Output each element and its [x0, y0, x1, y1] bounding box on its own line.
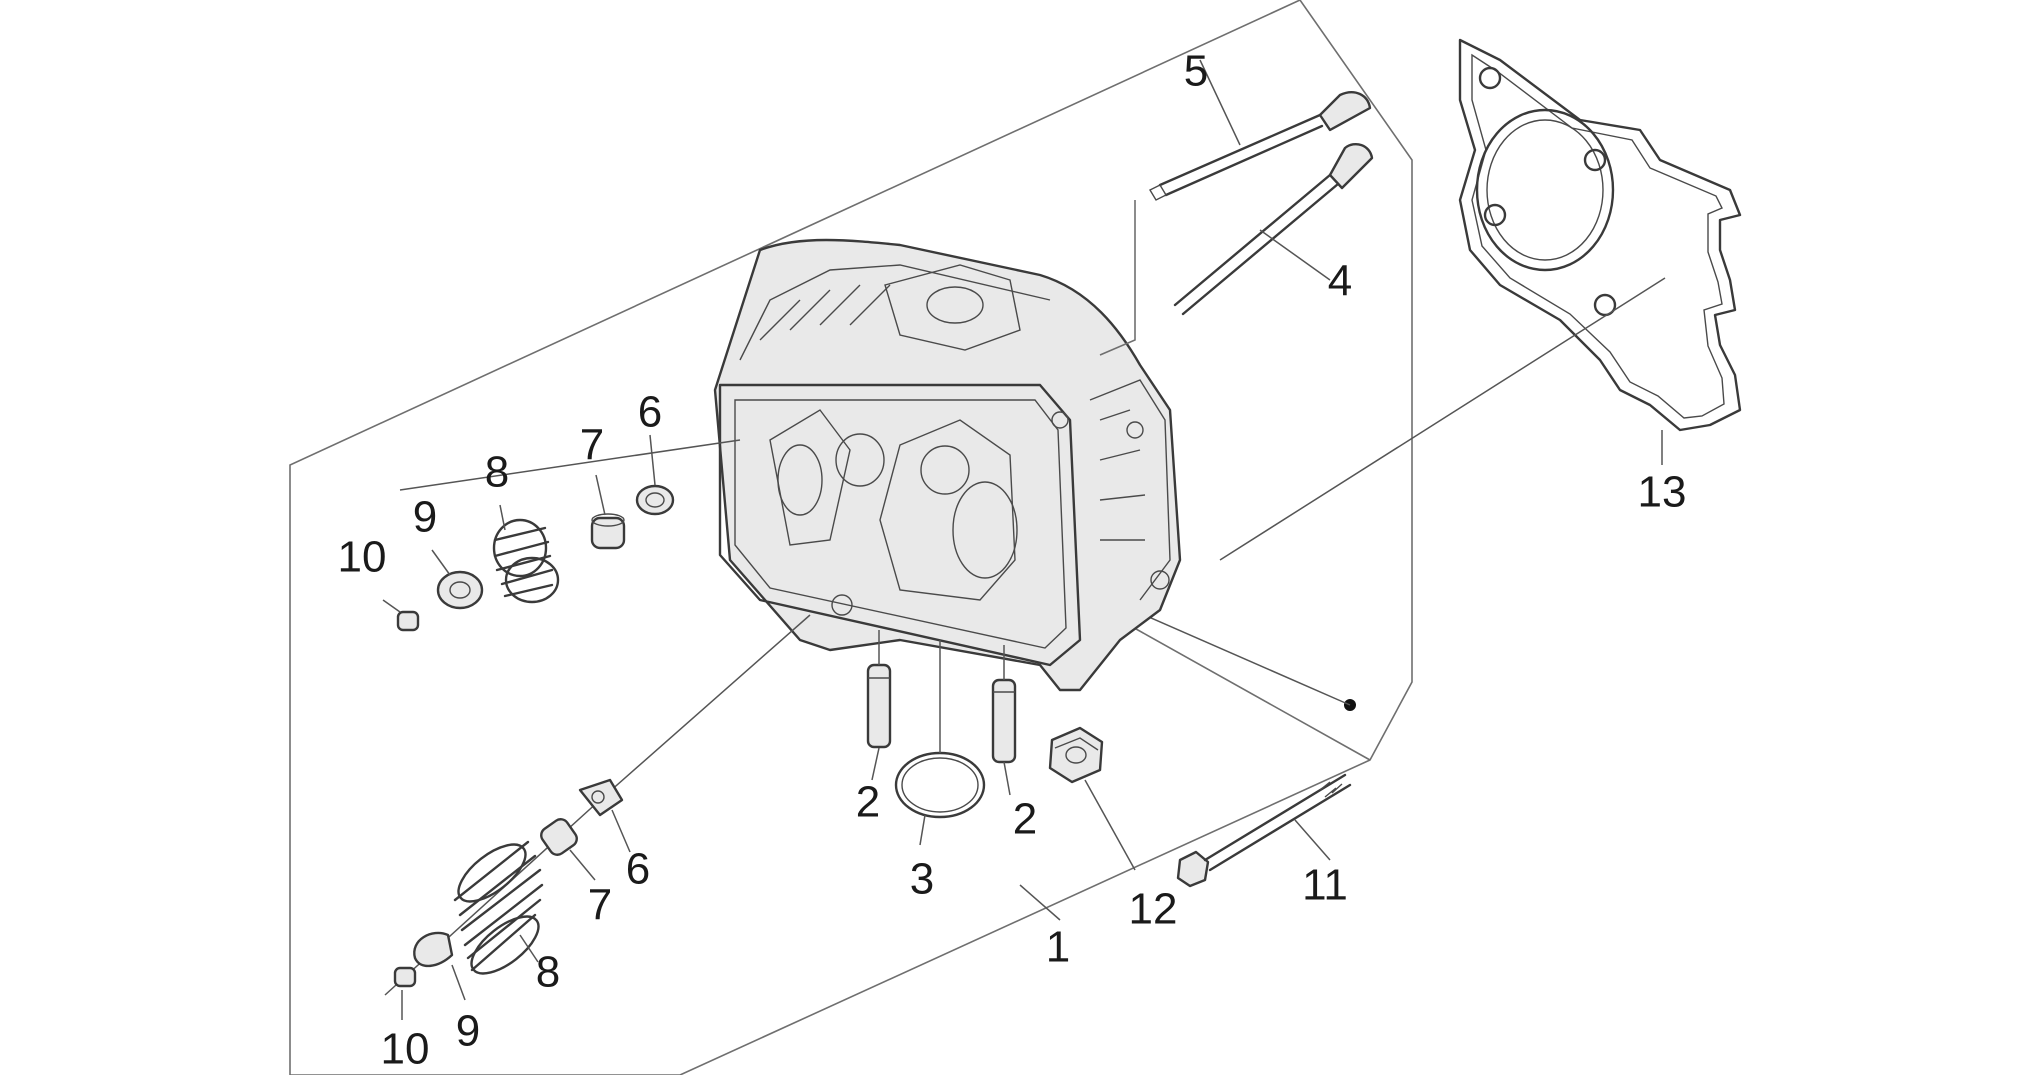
- callout-8-lower: 8: [536, 948, 560, 997]
- leader-7-upper: [595, 474, 606, 516]
- leader-2-left: [871, 747, 880, 781]
- callout-2-left: 2: [856, 778, 880, 827]
- upper-valve-axis: [399, 439, 741, 491]
- leader-9-lower: [451, 964, 466, 1001]
- cylinder-head-gasket-13: [1458, 38, 1742, 432]
- frame-link-line: [1119, 619, 1371, 761]
- callout-13: 13: [1638, 468, 1687, 517]
- valve-collet-10-lower: [393, 966, 417, 988]
- valve-stem-seal-7-upper: [590, 513, 626, 550]
- seal-ring-6-lower: [578, 778, 624, 817]
- callout-12: 12: [1129, 885, 1178, 934]
- leader-5: [1199, 59, 1241, 146]
- leader-8-upper: [499, 504, 506, 531]
- leader-6-lower: [611, 809, 631, 853]
- valve-spring-8-lower: [453, 840, 544, 975]
- callout-2-right: 2: [1013, 795, 1037, 844]
- callout-9-lower: 9: [456, 1007, 480, 1056]
- valve-guide-bracket: [1099, 200, 1136, 356]
- leader-11: [1294, 819, 1331, 861]
- callout-11: 11: [1302, 861, 1348, 910]
- leader-2-right: [1003, 761, 1011, 796]
- callout-5: 5: [1184, 47, 1208, 96]
- callout-10-lower: 10: [381, 1025, 430, 1074]
- cylinder-head-casting: [713, 238, 1182, 692]
- valve-stem-seal-7-lower: [540, 818, 578, 856]
- head-bolt-11: [1176, 773, 1352, 888]
- spring-retainer-9-upper: [436, 570, 484, 610]
- leader-6-upper: [649, 434, 656, 486]
- dowel-pin-2-left: [866, 663, 892, 749]
- leader-4: [1259, 229, 1331, 281]
- callout-7-upper: 7: [580, 421, 604, 470]
- valve-4: [1173, 143, 1374, 316]
- leader-9-upper: [431, 549, 451, 576]
- callout-8-upper: 8: [485, 448, 509, 497]
- callout-3: 3: [910, 855, 934, 904]
- flange-nut-12: [1048, 726, 1104, 784]
- leader-12: [1084, 779, 1136, 871]
- callout-1: 1: [1046, 923, 1070, 972]
- spring-retainer-9-lower: [413, 931, 454, 968]
- assembly-frame-outline: [289, 0, 1413, 1075]
- callout-10-upper: 10: [338, 533, 387, 582]
- o-ring-3: [894, 751, 986, 819]
- leader-1: [1019, 884, 1061, 921]
- callout-6-upper: 6: [638, 388, 662, 437]
- callout-7-lower: 7: [588, 881, 612, 930]
- valve-5: [1149, 91, 1372, 201]
- valve-collet-10-upper: [396, 610, 420, 632]
- valve-spring-8-upper: [492, 518, 560, 604]
- leader-13: [1219, 277, 1666, 561]
- callout-6-lower: 6: [626, 845, 650, 894]
- seal-ring-6-upper-inner: [645, 492, 665, 508]
- leader-3-label: [919, 814, 926, 846]
- callout-4: 4: [1328, 257, 1352, 306]
- leader-8-lower: [519, 934, 539, 963]
- seal-ring-6-upper: [635, 484, 675, 516]
- leader-7-lower: [569, 849, 596, 881]
- dowel-pin-2-right: [991, 678, 1017, 764]
- callout-9-upper: 9: [413, 493, 437, 542]
- leader-10-upper: [382, 599, 401, 613]
